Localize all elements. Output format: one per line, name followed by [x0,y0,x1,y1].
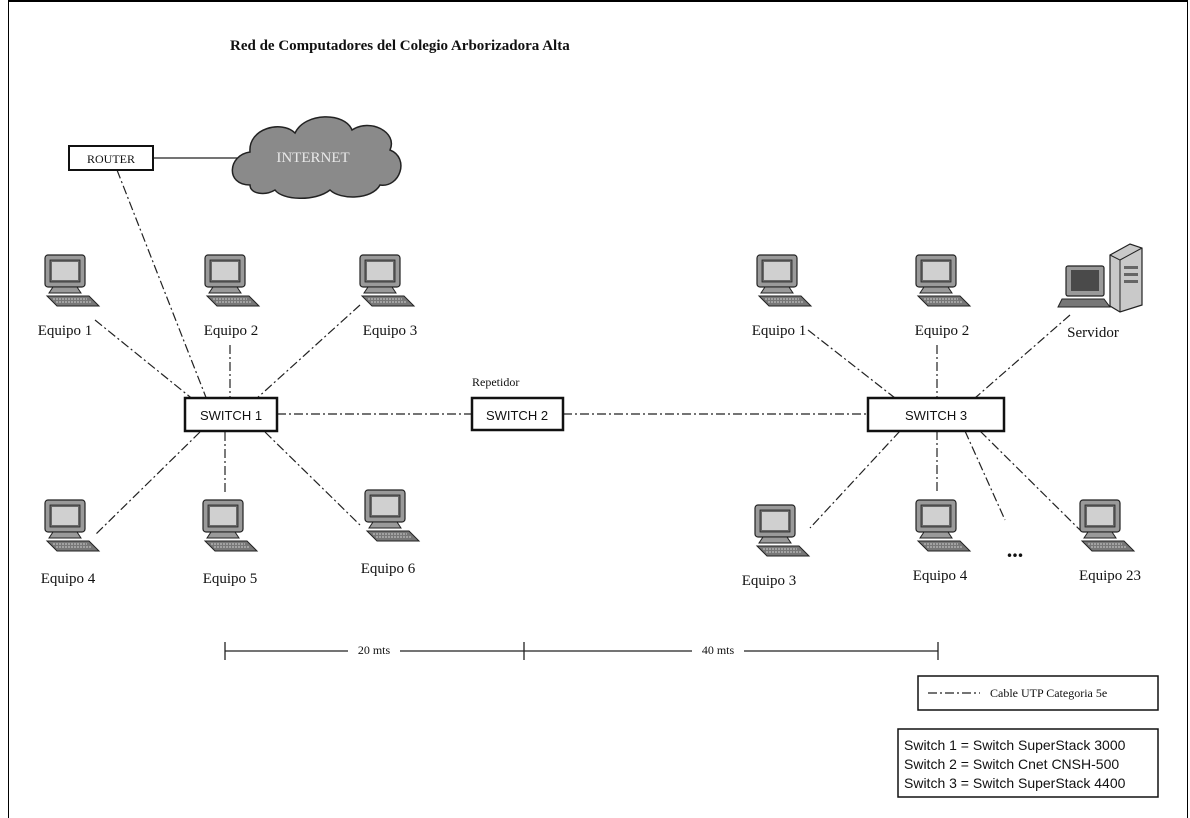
server-icon [1057,243,1143,313]
computer-icon [44,499,100,552]
cable-switch3-more [964,430,1006,521]
left-equipo-4-label: Equipo 4 [41,571,96,587]
computer-icon [754,504,810,557]
computer-icon [44,254,100,307]
router: ROUTER [68,145,154,171]
note-switch-1: Switch 1 = Switch SuperStack 3000 [904,737,1126,753]
left-equipo-3-label: Equipo 3 [363,323,418,339]
switch-1-label: SWITCH 1 [200,408,262,423]
computer-icon [202,499,258,552]
cable-switch3-equipo1 [807,329,896,399]
cable-switch1-equipo1 [94,319,201,406]
switch-2: Repetidor SWITCH 2 [470,375,565,432]
cable-switch1-equipo6 [264,431,361,526]
switch-2-box [470,396,565,432]
switch-2-caption: Repetidor [472,375,519,389]
left-equipo-1-label: Equipo 1 [38,323,93,339]
distance-label-1: 20 mts [358,643,391,657]
right-equipo-4-label: Equipo 4 [913,568,968,584]
computer-icon [364,489,420,542]
switch-3-label: SWITCH 3 [905,408,967,423]
cable-switch1-equipo4 [94,431,201,536]
server-label: Servidor [1067,325,1119,341]
computer-icon [359,254,415,307]
switch-notes: Switch 1 = Switch SuperStack 3000 Switch… [897,728,1159,798]
switch-2-label: SWITCH 2 [486,408,548,423]
switch-3-box [866,396,1006,433]
left-equipo-2-label: Equipo 2 [204,323,259,339]
cable-router-switch1 [116,169,208,401]
computer-icon [915,499,971,552]
right-equipo-2-label: Equipo 2 [915,323,970,339]
cloud-icon [231,116,402,199]
computer-icon [915,254,971,307]
internet-cloud: INTERNET [231,116,402,199]
right-equipo-3-label: Equipo 3 [742,573,797,589]
computer-icon [1079,499,1135,552]
cable-switch3-equipo3 [809,430,901,529]
note-switch-3: Switch 3 = Switch SuperStack 4400 [904,775,1126,791]
internet-label: INTERNET [276,150,349,166]
right-equipo-1-label: Equipo 1 [752,323,807,339]
left-equipo-6-label: Equipo 6 [361,561,416,577]
legend-cable-label: Cable UTP Categoria 5e [990,686,1107,700]
cable-switch3-equipo23 [979,430,1081,531]
more-computers-ellipsis: ... [1007,537,1024,562]
cable-legend: Cable UTP Categoria 5e [917,675,1159,711]
left-computers: Equipo 1 Equipo 2 Equipo 3 Equipo 4 Equi… [38,254,420,587]
switch-1-box [183,396,279,433]
cables [94,169,1081,536]
notes-box [897,728,1159,798]
diagram-frame [8,0,1188,818]
diagram-title: Red de Computadores del Colegio Arboriza… [230,38,570,54]
cable-switch3-servidor [974,314,1071,399]
computer-icon [756,254,812,307]
computer-icon [204,254,260,307]
distance-label-2: 40 mts [702,643,735,657]
router-label: ROUTER [87,152,135,166]
cable-switch1-equipo3 [254,304,361,401]
note-switch-2: Switch 2 = Switch Cnet CNSH-500 [904,756,1119,772]
right-equipo-23-label: Equipo 23 [1079,568,1141,584]
server: Servidor [1057,243,1143,341]
distance-scale: 20 mts 40 mts [224,642,939,660]
switch-3: SWITCH 3 [866,396,1006,433]
router-box [68,145,154,171]
right-computers: Equipo 1 Equipo 2 Equipo 3 Equipo 4 ... … [742,254,1141,589]
left-equipo-5-label: Equipo 5 [203,571,258,587]
switch-1: SWITCH 1 [183,396,279,433]
